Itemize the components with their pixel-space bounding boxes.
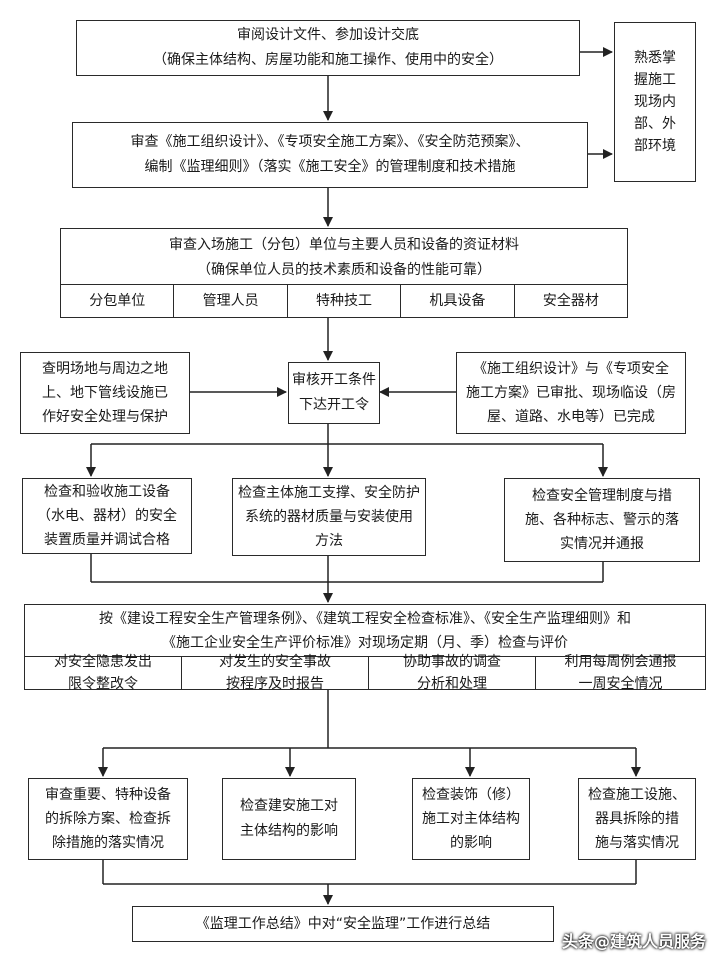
action-rectification-order: 对安全隐患发出 限令整改令 xyxy=(25,654,182,692)
qualification-items-row: 分包单位 管理人员 特种技工 机具设备 安全器材 xyxy=(61,285,627,317)
dismantle-review-line2: 的拆除方案、检查拆 xyxy=(45,811,171,827)
review-plan-line1: 审查《施工组织设计》、《专项安全施工方案》、《安全防范预案》、 xyxy=(130,134,530,150)
management-check-box: 检查安全管理制度与措 施、各种标志、警示的落 实情况并通报 xyxy=(504,478,700,562)
plan-approved-box: 《施工组织设计》与《专项安全 施工方案》已审批、现场临设（房 屋、道路、水电等）… xyxy=(456,352,686,434)
equipment-check-line2: （水电、器材）的安全 xyxy=(37,508,177,524)
decoration-impact-line2: 施工对主体结构 xyxy=(422,811,520,827)
summary-box: 《监理工作总结》中对“安全监理”工作进行总结 xyxy=(132,906,554,942)
support-protection-check-box: 检查主体施工支撑、安全防护 系统的器材质量与安装使用 方法 xyxy=(232,478,426,556)
construction-impact-line2: 主体结构的影响 xyxy=(240,823,338,839)
review-plan-line2: 编制《监理细则》（落实《施工安全》的管理制度和技术措施 xyxy=(144,159,516,175)
decoration-impact-box: 检查装饰（修） 施工对主体结构 的影响 xyxy=(412,778,530,860)
summary-text: 《监理工作总结》中对“安全监理”工作进行总结 xyxy=(195,915,491,932)
management-check-line2: 施、各种标志、警示的落 xyxy=(525,512,679,528)
start-approval-line1: 审核开工条件 xyxy=(292,372,376,388)
site-cond-line2: 上、地下管线设施已 xyxy=(42,385,168,401)
dismantle-plan-review-box: 审查重要、特种设备 的拆除方案、检查拆 除措施的落实情况 xyxy=(28,778,188,860)
inspection-separator xyxy=(24,656,706,657)
plan-approved-line3: 屋、道路、水电等）已完成 xyxy=(487,409,655,425)
site-env-line3: 现场内 xyxy=(634,94,676,110)
plan-approved-line2: 施工方案》已审批、现场临设（房 xyxy=(466,385,676,401)
support-check-line1: 检查主体施工支撑、安全防护 xyxy=(238,485,420,501)
review-design-line2: （确保主体结构、房屋功能和施工操作、使用中的安全） xyxy=(153,52,503,68)
review-design-line1: 审阅设计文件、参加设计交底 xyxy=(237,27,419,43)
site-condition-box: 查明场地与周边之地 上、地下管线设施已 作好安全处理与保护 xyxy=(20,352,190,434)
review-construction-plan-box: 审查《施工组织设计》、《专项安全施工方案》、《安全防范预案》、 编制《监理细则》… xyxy=(72,122,588,188)
site-env-line1: 熟悉掌 xyxy=(634,50,676,66)
site-env-line2: 握施工 xyxy=(634,72,676,88)
periodic-inspection-line1: 按《建设工程安全生产管理条例》、《建筑工程安全检查标准》、《安全生产监理细则》和 xyxy=(99,611,631,627)
equipment-check-line3: 装置质量并调试合格 xyxy=(44,532,170,548)
construction-impact-line1: 检查建安施工对 xyxy=(240,798,338,814)
site-cond-line3: 作好安全处理与保护 xyxy=(42,409,168,425)
site-env-line5: 部环境 xyxy=(634,138,676,154)
qualification-line2: （确保单位人员的技术素质和设备的性能可靠） xyxy=(197,262,491,278)
start-approval-line2: 下达开工令 xyxy=(299,397,369,413)
equipment-check-box: 检查和验收施工设备 （水电、器材）的安全 装置质量并调试合格 xyxy=(22,478,192,554)
qualification-review-box: 审查入场施工（分包）单位与主要人员和设备的资证材料 （确保单位人员的技术素质和设… xyxy=(60,228,628,318)
support-check-line2: 系统的器材质量与安装使用 xyxy=(245,509,413,525)
item-subcontractor: 分包单位 xyxy=(61,285,175,317)
action-accident-report: 对发生的安全事故 按程序及时报告 xyxy=(182,654,369,692)
periodic-inspection-box: 按《建设工程安全生产管理条例》、《建筑工程安全检查标准》、《安全生产监理细则》和… xyxy=(24,604,706,690)
item-safety-equipment: 安全器材 xyxy=(542,293,599,309)
facility-dismantle-box: 检查施工设施、 器具拆除的措 施与落实情况 xyxy=(578,778,696,860)
item-special-workers: 特种技工 xyxy=(288,285,402,317)
decoration-impact-line3: 的影响 xyxy=(450,835,492,851)
construction-impact-box: 检查建安施工对 主体结构的影响 xyxy=(222,778,356,860)
facility-dismantle-line3: 施与落实情况 xyxy=(595,835,679,851)
watermark-text: 头条@建筑人员服务 xyxy=(561,932,706,951)
dismantle-review-line1: 审查重要、特种设备 xyxy=(45,787,171,803)
qualification-separator xyxy=(60,284,628,285)
facility-dismantle-line1: 检查施工设施、 xyxy=(588,787,686,803)
start-approval-box: 审核开工条件 下达开工令 xyxy=(288,362,380,424)
item-machinery: 机具设备 xyxy=(401,285,515,317)
action-weekly-report: 利用每周例会通报 一周安全情况 xyxy=(564,654,677,692)
management-check-line1: 检查安全管理制度与措 xyxy=(532,488,672,504)
support-check-line3: 方法 xyxy=(315,533,343,549)
equipment-check-line1: 检查和验收施工设备 xyxy=(44,484,170,500)
decoration-impact-line1: 检查装饰（修） xyxy=(422,787,520,803)
site-environment-box: 熟悉掌 握施工 现场内 部、外 部环境 xyxy=(614,22,696,182)
plan-approved-line1: 《施工组织设计》与《专项安全 xyxy=(473,361,669,377)
inspection-actions-row: 对安全隐患发出 限令整改令 对发生的安全事故 按程序及时报告 协助事故的调查 分… xyxy=(25,654,705,692)
periodic-inspection-line2: 《施工企业安全生产评价标准》对现场定期（月、季）检查与评价 xyxy=(162,635,568,651)
facility-dismantle-line2: 器具拆除的措 xyxy=(595,811,679,827)
item-managers: 管理人员 xyxy=(174,285,288,317)
management-check-line3: 实情况并通报 xyxy=(560,536,644,552)
action-accident-investigation: 协助事故的调查 分析和处理 xyxy=(369,654,536,692)
dismantle-review-line3: 除措施的落实情况 xyxy=(52,835,164,851)
site-cond-line1: 查明场地与周边之地 xyxy=(42,361,168,377)
qualification-line1: 审查入场施工（分包）单位与主要人员和设备的资证材料 xyxy=(169,237,519,253)
site-env-line4: 部、外 xyxy=(634,116,676,132)
review-design-box: 审阅设计文件、参加设计交底 （确保主体结构、房屋功能和施工操作、使用中的安全） xyxy=(76,20,580,76)
